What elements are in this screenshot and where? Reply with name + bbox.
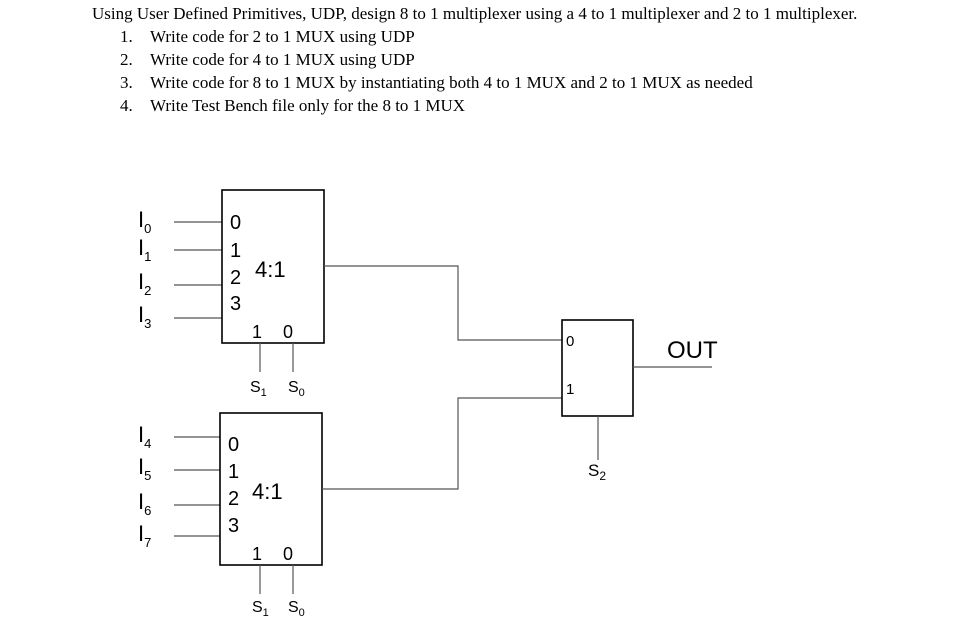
mux-bottom: 0 1 2 3 4:1 1 0 I4 I5 I6 I7 S1 S0 [138,412,323,619]
task-item: 2. Write code for 4 to 1 MUX using UDP [92,48,952,71]
mux-top-label: 4:1 [255,257,286,282]
output-label: OUT [667,337,718,364]
input-label-i0: I0 [138,207,151,236]
select-label-s0: S0 [288,379,305,399]
question-intro: Using User Defined Primitives, UDP, desi… [92,4,858,23]
port-label: 2 [230,267,241,289]
task-list: 1. Write code for 2 to 1 MUX using UDP 2.… [92,25,952,117]
port-label: 1 [228,461,239,483]
wire-top-out-to-final [324,265,562,341]
task-text: Write code for 2 to 1 MUX using UDP [150,27,415,46]
select-label-s1: S1 [250,379,267,399]
select-port-label: 1 [252,544,262,564]
task-number: 1. [120,27,133,46]
mux-final-box [561,319,634,417]
port-label: 2 [228,488,239,510]
task-number: 4. [120,96,133,115]
mux-final: 0 1 OUT S2 [561,319,718,483]
select-label-s1: S1 [252,599,269,619]
port-label: 0 [228,434,239,456]
task-number: 3. [120,73,133,92]
select-label-s0: S0 [288,599,305,619]
task-text: Write code for 8 to 1 MUX by instantiati… [150,73,753,92]
port-label: 0 [230,212,241,234]
port-label: 0 [566,333,574,350]
port-label: 3 [228,515,239,537]
question-text: Using User Defined Primitives, UDP, desi… [92,2,952,117]
wire-bottom-out-to-final [322,397,562,490]
task-item: 4. Write Test Bench file only for the 8 t… [92,94,952,117]
port-label: 1 [566,381,574,398]
input-label-i5: I5 [138,454,151,483]
select-port-label: 1 [252,322,262,342]
task-text: Write code for 4 to 1 MUX using UDP [150,50,415,69]
port-label: 1 [230,240,241,262]
input-label-i2: I2 [138,269,151,298]
task-number: 2. [120,50,133,69]
input-label-i1: I1 [138,235,151,264]
mux-top: 0 1 2 3 4:1 1 0 I0 I1 I2 I3 S1 S0 [138,189,325,399]
select-port-label: 0 [283,544,293,564]
input-label-i4: I4 [138,422,151,451]
port-label: 3 [230,293,241,315]
input-label-i6: I6 [138,489,151,518]
task-text: Write Test Bench file only for the 8 to … [150,96,466,115]
task-item: 3. Write code for 8 to 1 MUX by instantia… [92,71,952,94]
mux-bottom-box [219,412,323,566]
task-item: 1. Write code for 2 to 1 MUX using UDP [92,25,952,48]
select-port-label: 0 [283,322,293,342]
mux-bottom-label: 4:1 [252,479,283,504]
select-label-s2: S2 [588,461,606,483]
input-label-i3: I3 [138,302,151,331]
mux-top-box [221,189,325,344]
input-label-i7: I7 [138,521,151,550]
